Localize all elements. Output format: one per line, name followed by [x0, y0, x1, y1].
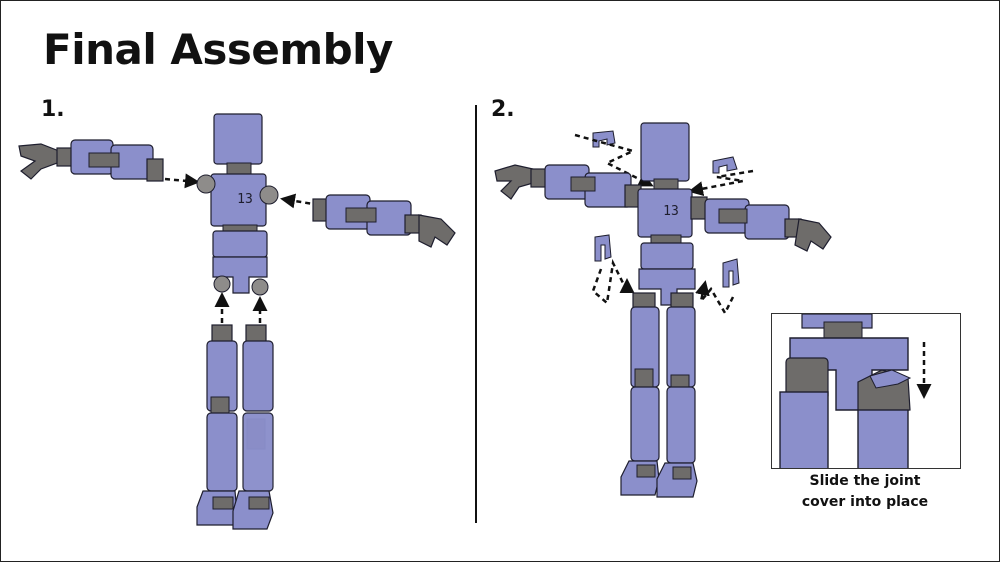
detail-inset [771, 313, 961, 469]
arrow-right-shoulder-cover [688, 169, 754, 197]
shoulder-cover-right [712, 156, 738, 174]
inset-caption-line-2: cover into place [801, 494, 929, 510]
step2-head [640, 122, 690, 182]
step2-left-hand [494, 164, 534, 200]
step2-right-arm [690, 196, 832, 252]
step1-body: 13 [196, 113, 279, 296]
detail-inset-figure [779, 314, 932, 468]
right-arm [312, 194, 456, 248]
step2-right-hand [794, 218, 832, 252]
right-hand [418, 214, 456, 248]
right-elbow-joint [345, 207, 377, 223]
left-ankle-joint [212, 496, 234, 510]
step2-right-shin [666, 386, 696, 464]
step-2-label: 2. [491, 97, 515, 122]
step2-right-forearm [744, 204, 790, 240]
step2-right-ankle [672, 466, 692, 480]
inset-right-thigh [857, 409, 909, 468]
inset-waist-joint [823, 321, 863, 339]
inset-caption-line-1: Slide the joint [809, 473, 921, 489]
step2-left-arm [494, 164, 642, 208]
arrow-right-arm [280, 193, 320, 209]
right-thigh [242, 340, 274, 412]
left-shoulder-ball [196, 174, 216, 194]
joint-covers [592, 130, 740, 288]
step2-body: 13 [637, 122, 696, 306]
step-divider [475, 105, 477, 523]
hip-cover-right [722, 258, 740, 288]
step2-left-shin [630, 386, 660, 462]
arrow-right-hip-cover [695, 280, 735, 316]
left-elbow-joint [88, 152, 120, 168]
right-shoulder-ball [259, 185, 279, 205]
step2-torso-number: 13 [663, 204, 679, 219]
hip-cover-left [594, 234, 612, 262]
step2-left-ankle [636, 464, 656, 478]
left-hand [18, 143, 60, 180]
step-1-label: 1. [41, 97, 65, 122]
step2-abdomen [640, 242, 694, 270]
right-ankle-joint [248, 496, 270, 510]
step2-left-elbow [570, 176, 596, 192]
inset-left-thigh [779, 391, 829, 468]
torso-number: 13 [237, 192, 253, 207]
arrow-left-shoulder-cover [574, 133, 654, 187]
step2-right-elbow [718, 208, 748, 224]
step2-legs [620, 292, 698, 498]
left-arm [18, 139, 164, 182]
left-shoulder-peg [146, 158, 164, 182]
inset-joint-cover [869, 369, 912, 389]
arrow-left-hip-cover [591, 258, 635, 306]
page-title: Final Assembly [43, 25, 393, 74]
step2-arrows [574, 133, 754, 316]
step1-legs [196, 324, 274, 530]
right-hip-ball [251, 278, 269, 296]
shoulder-cover-left [592, 130, 616, 148]
inset-caption: Slide the joint cover into place [771, 471, 959, 513]
